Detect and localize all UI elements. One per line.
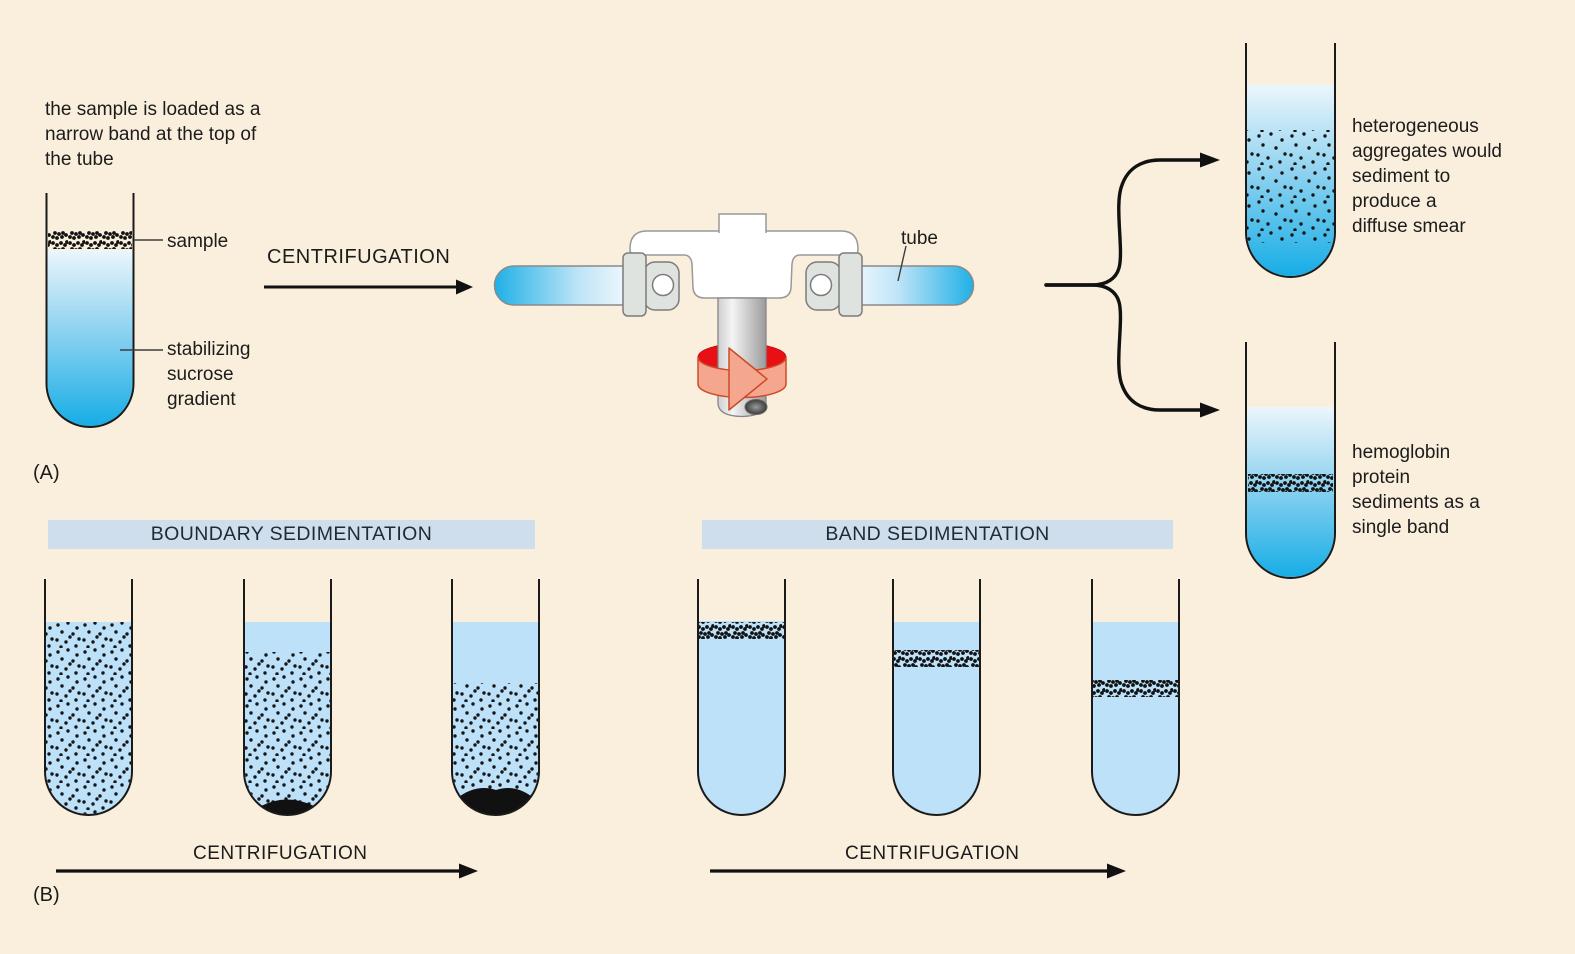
- rotor-hinge-left: [622, 252, 680, 317]
- hemoglobin-band: [1248, 474, 1333, 492]
- centrifugation-arrow-a: [264, 279, 473, 295]
- outcome-top-label: heterogeneous aggregates would sediment …: [1352, 116, 1502, 237]
- pellet-small: [261, 799, 314, 816]
- boundary-tube-3: [451, 579, 540, 816]
- band-sedimentation-header: BAND SEDIMENTATION: [702, 520, 1173, 549]
- boundary-sedimentation-header: BOUNDARY SEDIMENTATION: [48, 520, 535, 549]
- rotation-arrow-head: [728, 347, 768, 411]
- outcome-bottom-label: hemoglobin protein sediments as a single…: [1352, 442, 1480, 538]
- panel-a-tag: (A): [33, 462, 60, 484]
- moving-band-2: [894, 650, 979, 667]
- centrifugation-arrow-band: [710, 863, 1126, 879]
- sample-band: [48, 231, 132, 249]
- centrifugation-label-band: CENTRIFUGATION: [845, 843, 1020, 864]
- pellet-large: [460, 788, 531, 815]
- moving-band-1: [699, 622, 784, 639]
- shaft-end: [744, 399, 768, 415]
- rotor-knob: [718, 213, 767, 233]
- centrifugation-label-a: CENTRIFUGATION: [267, 246, 451, 268]
- pivot-hole-left: [651, 273, 675, 297]
- panel-b-tag: (B): [33, 884, 60, 906]
- centrifugation-arrow-boundary: [56, 863, 478, 879]
- sample-tube: [45, 193, 135, 428]
- rotor-hinge-right: [805, 252, 863, 317]
- tube-pointer-line: [897, 245, 907, 282]
- centrifugation-label-boundary: CENTRIFUGATION: [193, 843, 368, 864]
- centrifuge-rotor: [493, 213, 975, 418]
- diffuse-smear: [1247, 130, 1334, 243]
- band-tube-1: [697, 579, 786, 816]
- pivot-hole-right: [809, 273, 833, 297]
- panel-a-caption: the sample is loaded as a narrow band at…: [45, 99, 261, 170]
- sample-label: sample: [167, 231, 229, 252]
- band-tube-3: [1091, 579, 1180, 816]
- outcome-tube-band: [1245, 342, 1336, 579]
- band-tube-2: [892, 579, 981, 816]
- moving-band-3: [1093, 680, 1178, 697]
- sucrose-gradient-label: stabilizing sucrose gradient: [167, 339, 251, 410]
- outcome-fork: [1044, 152, 1220, 418]
- outcome-tube-smear: [1245, 43, 1336, 278]
- boundary-tube-1: [44, 579, 133, 816]
- boundary-tube-2: [243, 579, 332, 816]
- tube-label: tube: [901, 228, 938, 249]
